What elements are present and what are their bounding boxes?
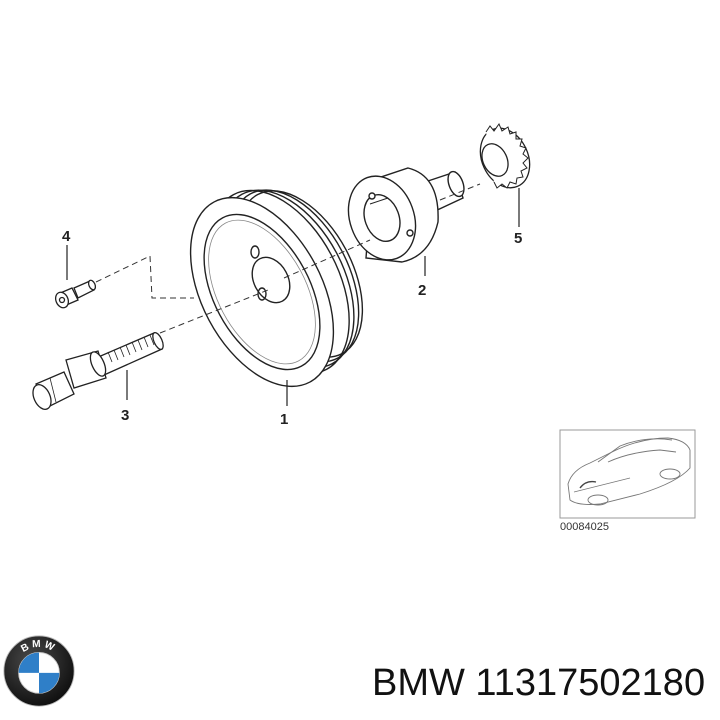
leader-lines xyxy=(66,188,520,406)
assembly-lines xyxy=(95,183,481,334)
callout-bolt: 3 xyxy=(121,407,129,424)
logo-lettering: BMW xyxy=(19,639,55,655)
part-number-caption: BMW 11317502180 xyxy=(372,662,706,704)
callout-hub: 2 xyxy=(418,282,426,299)
thumbnail-reference: 00084025 xyxy=(560,521,609,533)
car-sketch xyxy=(567,437,691,506)
sprocket-part xyxy=(479,122,531,189)
callout-screw: 4 xyxy=(62,228,71,245)
pulley-part xyxy=(189,189,364,388)
logo-quadrant-blue-tl xyxy=(18,652,39,673)
bolt-part xyxy=(32,331,164,410)
vehicle-thumbnail: 00084025 xyxy=(559,429,696,533)
bmw-logo: BMW xyxy=(3,635,75,707)
callout-pulley: 1 xyxy=(280,411,288,428)
logo-quadrant-blue-br xyxy=(39,672,60,694)
callout-sprocket: 5 xyxy=(514,230,522,247)
hub-part xyxy=(347,167,465,263)
svg-text:BMW: BMW xyxy=(19,639,58,655)
screw-part xyxy=(54,279,97,309)
